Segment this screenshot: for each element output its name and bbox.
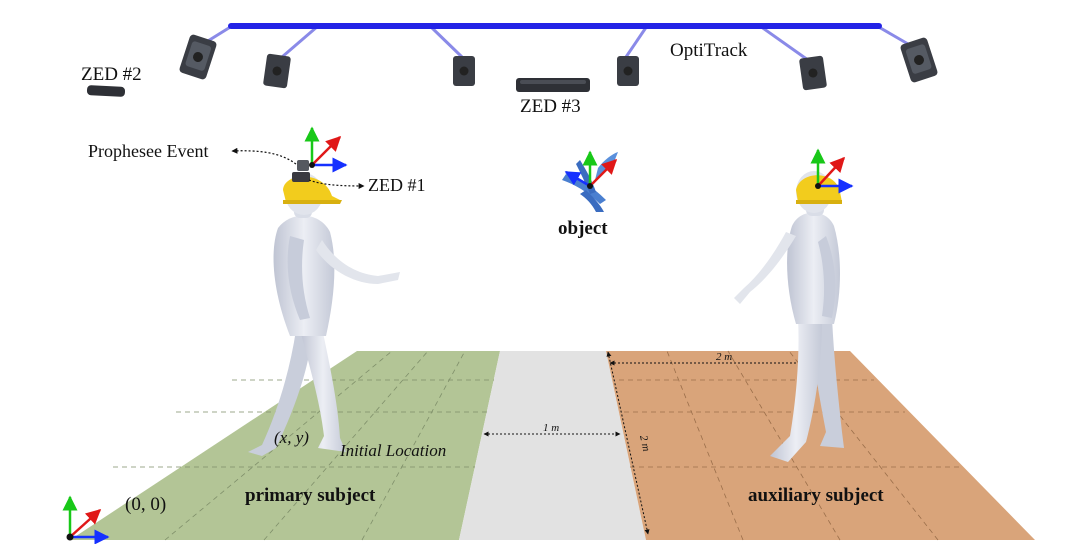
optitrack-camera-5 <box>799 55 827 91</box>
zed3-camera: ZED #3 <box>516 78 590 117</box>
green-floor-zone <box>70 351 500 540</box>
zed2-camera: ZED #2 <box>81 64 142 97</box>
object-axes <box>564 150 618 189</box>
optitrack-label: OptiTrack <box>670 40 748 61</box>
dim-2m-side-arrow <box>606 351 650 535</box>
optitrack-camera-6 <box>900 37 938 83</box>
zed1-label: ZED #1 <box>368 175 426 195</box>
zed2-label: ZED #2 <box>81 64 142 85</box>
auxiliary-subject-label: auxiliary subject <box>748 485 884 506</box>
origin-label: (0, 0) <box>125 494 166 515</box>
primary-subject-label: primary subject <box>245 485 376 506</box>
object-label: object <box>558 218 608 239</box>
zed1-sensor <box>292 172 310 182</box>
camera-arms <box>202 24 916 62</box>
primary-subject-figure <box>248 160 400 456</box>
dim-2m-side-label: 2 m <box>637 434 652 452</box>
sensor-callouts: Prophesee Event ZED #1 <box>88 141 426 195</box>
floor <box>70 350 1035 541</box>
optitrack-camera-4 <box>617 56 639 86</box>
optitrack-camera-2 <box>263 53 291 89</box>
world-origin-axes <box>62 495 110 544</box>
dimension-annotations: 1 m 2 m 2 m <box>483 351 805 535</box>
prophesee-label: Prophesee Event <box>88 141 208 161</box>
walkway-1m <box>459 351 646 540</box>
zed3-label: ZED #3 <box>520 96 581 117</box>
primary-head-axes <box>304 126 348 173</box>
prophesee-sensor <box>297 160 309 171</box>
initial-location-label: Initial Location <box>339 441 446 460</box>
optitrack-camera-3 <box>453 56 475 86</box>
xy-label: (x, y) <box>274 428 309 447</box>
auxiliary-head-axes <box>810 148 854 194</box>
optitrack-camera-1 <box>179 34 217 80</box>
auxiliary-subject-figure <box>734 171 844 462</box>
dim-2m-top-label: 2 m <box>716 351 732 363</box>
dim-1m-label: 1 m <box>543 422 559 434</box>
optitrack-rig: OptiTrack <box>179 23 938 91</box>
